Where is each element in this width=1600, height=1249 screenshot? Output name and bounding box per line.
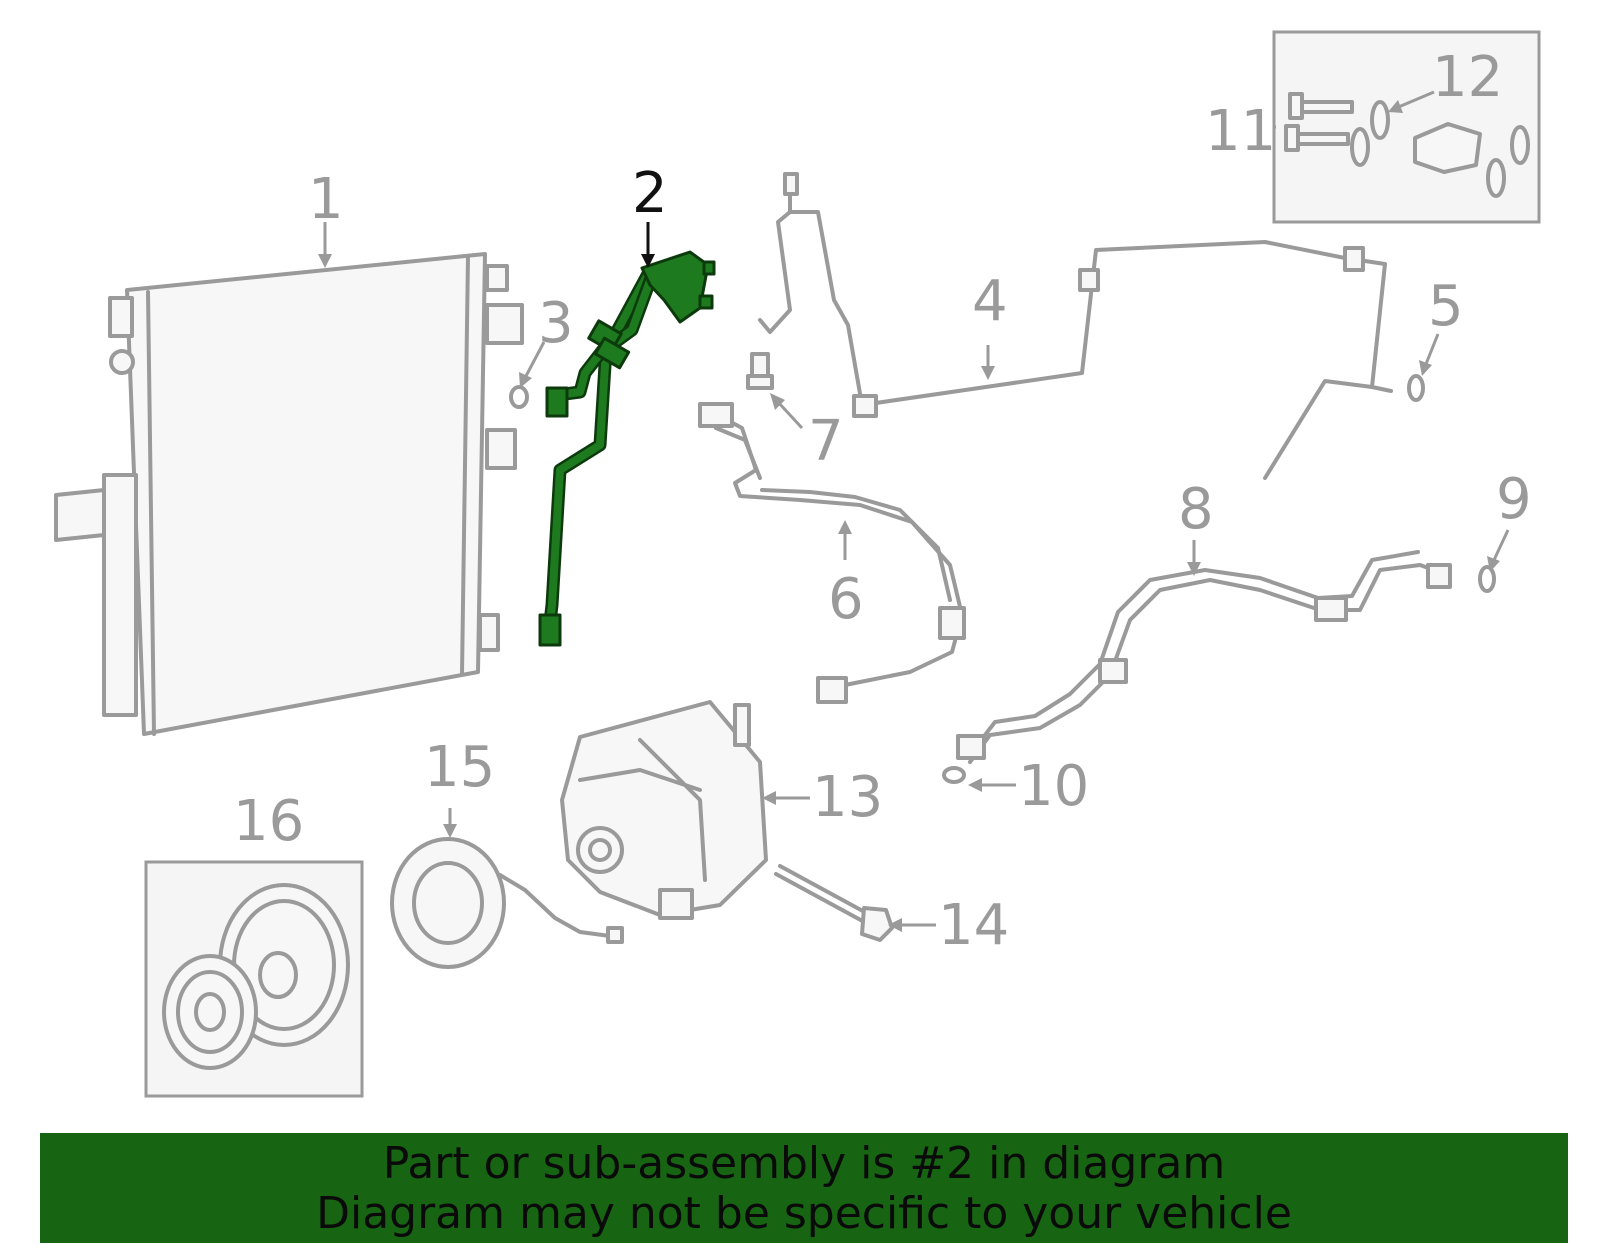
- callout-9[interactable]: 9: [1496, 467, 1532, 532]
- bolt-part-14[interactable]: [774, 864, 894, 942]
- callout-6[interactable]: 6: [828, 567, 864, 632]
- suction-hose-part-8[interactable]: [956, 550, 1452, 764]
- discharge-line-part-2[interactable]: [538, 250, 716, 647]
- seal-part-12[interactable]: [1350, 100, 1530, 198]
- callout-4[interactable]: 4: [972, 269, 1008, 334]
- o-ring-part-5[interactable]: [1407, 374, 1425, 402]
- callout-5[interactable]: 5: [1428, 274, 1464, 339]
- callout-labels: 1 2 3 4 5 6 7 8 9 10 11 12 13 14 15 16: [233, 45, 1532, 958]
- callout-7[interactable]: 7: [808, 409, 844, 474]
- callout-11[interactable]: 11: [1205, 99, 1276, 164]
- inset-fastener-kit: [1272, 30, 1541, 224]
- callout-15[interactable]: 15: [424, 735, 495, 800]
- banner-line-disclaimer: Diagram may not be specific to your vehi…: [316, 1188, 1292, 1239]
- callout-12[interactable]: 12: [1432, 45, 1503, 110]
- suction-hose-part-6[interactable]: [698, 402, 966, 704]
- clutch-coil-part-15[interactable]: [390, 837, 624, 969]
- o-ring-part-3[interactable]: [509, 385, 529, 409]
- callout-3[interactable]: 3: [538, 291, 574, 356]
- o-ring-part-10[interactable]: [942, 766, 966, 784]
- pressure-switch-part-7[interactable]: [746, 352, 774, 390]
- clutch-pulley-part-16[interactable]: [162, 883, 350, 1070]
- o-ring-part-9[interactable]: [1478, 565, 1496, 593]
- callout-14[interactable]: 14: [938, 893, 1009, 958]
- callout-arrows: [318, 90, 1510, 932]
- callout-1[interactable]: 1: [308, 167, 344, 232]
- callout-10[interactable]: 10: [1018, 754, 1089, 819]
- banner-line-part-number: Part or sub-assembly is #2 in diagram: [382, 1138, 1226, 1189]
- compressor-part-13[interactable]: [560, 700, 768, 920]
- condenser-part-1[interactable]: [54, 252, 524, 736]
- info-banner: Part or sub-assembly is #2 in diagram Di…: [40, 1133, 1568, 1243]
- callout-2[interactable]: 2: [632, 161, 668, 226]
- bolt-part-11[interactable]: [1284, 92, 1354, 152]
- callout-13[interactable]: 13: [812, 765, 883, 830]
- callout-16[interactable]: 16: [233, 789, 304, 854]
- callout-8[interactable]: 8: [1178, 477, 1214, 542]
- inset-clutch-pulley: [144, 860, 364, 1098]
- liquid-line-part-4[interactable]: [758, 172, 1393, 480]
